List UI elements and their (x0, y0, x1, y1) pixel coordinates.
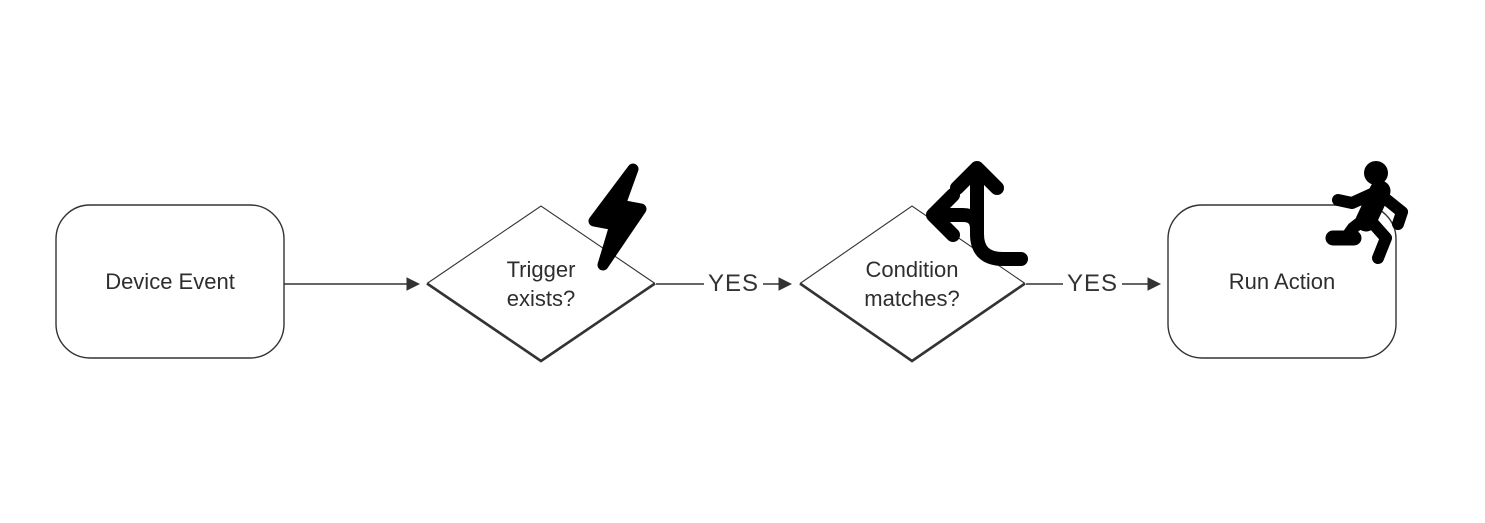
arrows-split-up-and-left-icon (926, 161, 1028, 266)
bolt-icon (588, 163, 647, 271)
person-running-icon (1325, 161, 1408, 264)
device-event-node (55, 204, 285, 359)
trigger-exists-node (426, 205, 656, 363)
condition-matches-node (799, 205, 1026, 363)
